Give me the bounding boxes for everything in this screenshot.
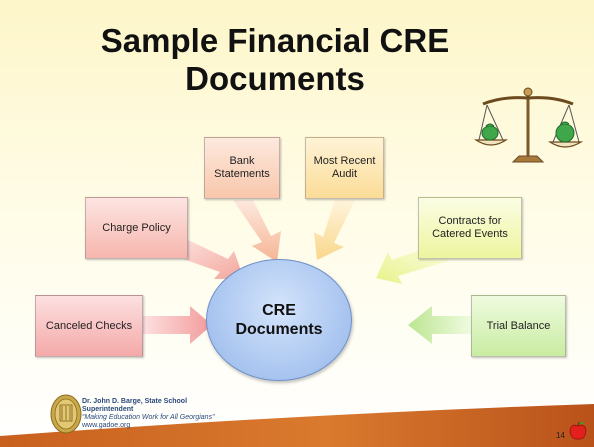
contracts-line-2: Catered Events	[432, 228, 508, 240]
apple-icon	[569, 421, 587, 440]
footer-motto: “Making Education Work for All Georgians…	[82, 414, 215, 421]
footer-name: Dr. John D. Barge, State School	[82, 398, 188, 405]
arrow-trial	[408, 306, 471, 344]
footer-text: Dr. John D. Barge, State School Superint…	[82, 398, 214, 430]
canceled-label: Canceled Checks	[45, 319, 133, 332]
arrow-charge	[172, 239, 244, 279]
center-line-2: Documents	[235, 321, 323, 338]
center-line-1: CRE	[262, 302, 296, 319]
audit-line-2: Audit	[331, 168, 358, 180]
bank-line-1: Bank	[229, 155, 255, 167]
center-ellipse: CRE Documents	[206, 259, 352, 381]
contracts-line-1: Contracts for	[438, 215, 502, 227]
doc-box-canceled-checks: Canceled Checks	[35, 295, 143, 357]
balance-scale-icon	[474, 87, 583, 163]
footer-role: Superintendent	[82, 406, 134, 413]
arrow-audit	[314, 200, 355, 260]
title-line-2: Documents	[185, 60, 365, 97]
trial-label: Trial Balance	[486, 319, 551, 332]
title-line-1: Sample Financial CRE	[100, 22, 450, 59]
money-bag-icon	[555, 121, 575, 143]
arrow-bank	[233, 200, 281, 262]
doc-box-trial-balance: Trial Balance	[471, 295, 566, 357]
money-bag-icon	[481, 123, 499, 141]
georgia-seal-icon	[50, 394, 82, 434]
audit-line-1: Most Recent	[313, 155, 376, 167]
slide-title: Sample Financial CRE Documents	[70, 22, 480, 98]
arrow-canceled	[143, 306, 212, 344]
page-number: 14	[556, 431, 565, 440]
footer-band	[0, 401, 594, 447]
bank-line-2: Statements	[214, 168, 270, 180]
footer-url: www.gadoe.org	[82, 422, 131, 429]
charge-label: Charge Policy	[102, 221, 171, 234]
doc-box-charge-policy: Charge Policy	[85, 197, 188, 259]
